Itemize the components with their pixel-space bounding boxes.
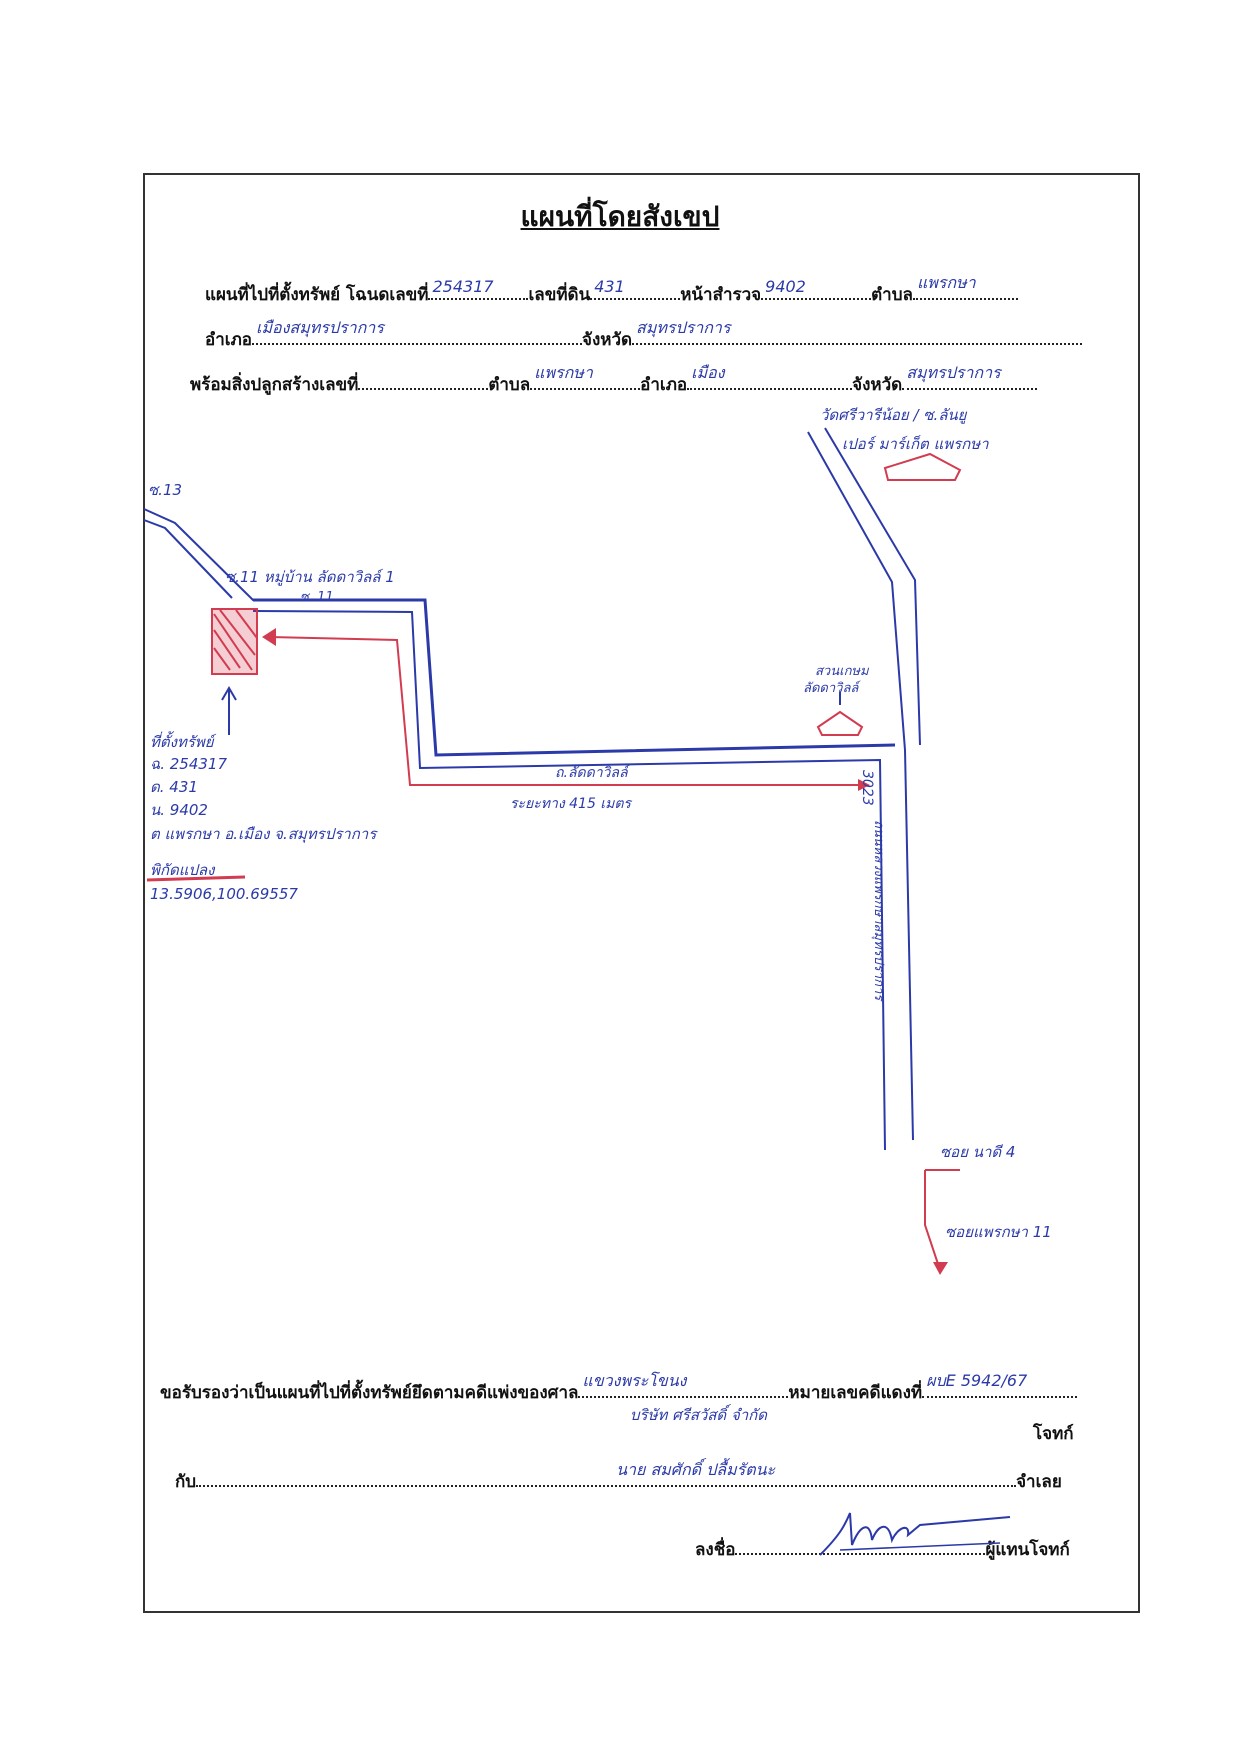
building-label: พร้อมสิ่งปลูกสร้างเลขที่ [190, 375, 359, 395]
plaintiff-label: โจทก์ [1033, 1424, 1074, 1444]
court-value: แขวงพระโขนง [582, 1371, 687, 1390]
right-note2: ซอยแพรกษา 11 [945, 1223, 1052, 1241]
park-house-icon [816, 710, 864, 736]
defendant-field[interactable]: นาย สมศักดิ์ ปลื้มรัตนะ [196, 1460, 1017, 1487]
case-field[interactable]: ผบE 5942/67 [922, 1371, 1078, 1398]
coord-label: พิกัดแปลง [150, 861, 215, 879]
property-note-2: ด. 431 [150, 778, 198, 796]
subdistrict-field[interactable]: แพรกษา [912, 273, 1018, 300]
park-label: สวนเกษม [815, 664, 869, 679]
survey-field[interactable]: 9402 [761, 277, 872, 300]
with-label: กับ [175, 1472, 197, 1492]
distance-label: ระยะทาง 415 เมตร [510, 796, 631, 812]
building-field[interactable] [358, 370, 489, 390]
property-note-0: ที่ตั้งทรัพย์ [150, 733, 214, 751]
row-certify: ขอรับรองว่าเป็นแผนที่ไปที่ตั้งทรัพย์ยึดต… [160, 1371, 1078, 1406]
district-label: อำเภอ [205, 330, 252, 350]
signature [819, 1512, 1011, 1556]
property-plot [211, 608, 258, 675]
form-frame [143, 173, 1140, 1613]
province-field[interactable]: สมุทรปราการ [632, 318, 1083, 345]
subdistrict-value: แพรกษา [916, 273, 976, 292]
row-district: อำเภอเมืองสมุทรปราการจังหวัดสมุทรปราการ [205, 318, 1083, 353]
right-note1: ซอย นาดี 4 [940, 1143, 1016, 1161]
property-pointer [221, 686, 237, 735]
signature-field[interactable] [735, 1535, 986, 1555]
property-note-4: ต แพรกษา อ.เมือง จ.สมุทรปราการ [150, 825, 377, 843]
soi-arrow [924, 1170, 941, 1271]
soi13-label: ซ.13 [148, 481, 183, 499]
land-field[interactable]: 431 [590, 277, 681, 300]
building-district-label: อำเภอ [640, 375, 688, 395]
building-province-field[interactable]: สมุทรปราการ [902, 363, 1038, 390]
district-value: เมืองสมุทรปราการ [255, 318, 384, 337]
road-highway [807, 431, 914, 1141]
building-subdistrict-value: แพรกษา [534, 363, 593, 382]
court-field[interactable]: แขวงพระโขนง [578, 1371, 789, 1398]
subdistrict-label: ตำบล [871, 285, 913, 305]
row-deed: แผนที่ไปที่ตั้งทรัพย์ โฉนดเลขที่254317 เล… [205, 273, 1018, 308]
land-label: เลขที่ดิน [528, 285, 591, 305]
building-province-value: สมุทรปราการ [906, 363, 1001, 382]
building-subdistrict-label: ตำบล [488, 375, 531, 395]
route-end-arrow [858, 779, 870, 791]
road-soi11-edge [252, 610, 886, 1151]
market-house-icon [883, 452, 962, 481]
defendant-value: นาย สมศักดิ์ ปลื้มรัตนะ [616, 1460, 776, 1479]
row-building: พร้อมสิ่งปลูกสร้างเลขที่ ตำบลแพรกษาอำเภอเ… [190, 363, 1038, 398]
representative-label: ผู้แทนโจทก์ [985, 1540, 1070, 1560]
road-soi13-edge [143, 519, 233, 599]
case-value: ผบE 5942/67 [926, 1371, 1028, 1390]
province-label: จังหวัด [581, 330, 633, 350]
case-label: หมายเลขคดีแดงที่ [788, 1383, 923, 1403]
route-path [269, 636, 862, 786]
land-value: 431 [594, 277, 625, 296]
deed-value: 254317 [432, 277, 494, 296]
building-subdistrict-field[interactable]: แพรกษา [530, 363, 641, 390]
sign-label: ลงชื่อ [695, 1540, 736, 1560]
route-arrowhead [262, 628, 276, 646]
building-province-label: จังหวัด [852, 375, 903, 395]
village-label: ซ.11 หมู่บ้าน ลัดดาวิลล์ 1 [225, 568, 395, 586]
row-defendant: กับ นาย สมศักดิ์ ปลื้มรัตนะจำเลย [175, 1460, 1062, 1495]
defendant-label: จำเลย [1016, 1472, 1062, 1492]
road-highway-edge [824, 427, 921, 746]
page-title: แผนที่โดยสังเขป [520, 200, 720, 233]
coord-value: 13.5906,100.69557 [150, 885, 298, 903]
province-value: สมุทรปราการ [636, 318, 731, 337]
highway-number: 3023 [859, 770, 875, 806]
property-note-3: น. 9402 [150, 801, 208, 819]
road-main-label: ถ.ลัดดาวิลล์ [555, 765, 628, 781]
deed-label: แผนที่ไปที่ตั้งทรัพย์ โฉนดเลขที่ [205, 285, 429, 305]
park-label2: ลัดดาวิลล์ [803, 681, 859, 696]
highway-name: ถนนหลวงแพรกษาสมุทรปราการ [871, 820, 886, 1001]
building-district-field[interactable]: เมือง [687, 363, 853, 390]
road-soi11 [253, 598, 896, 757]
landmark-top2: เปอร์ มาร์เก็ต แพรกษา [842, 435, 989, 453]
property-note-1: ฉ. 254317 [150, 755, 228, 773]
survey-label: หน้าสำรวจ [680, 285, 762, 305]
survey-value: 9402 [765, 277, 806, 296]
deed-field[interactable]: 254317 [428, 277, 529, 300]
building-district-value: เมือง [691, 363, 725, 382]
certify-label: ขอรับรองว่าเป็นแผนที่ไปที่ตั้งทรัพย์ยึดต… [160, 1383, 579, 1403]
district-field[interactable]: เมืองสมุทรปราการ [251, 318, 582, 345]
row-sign: ลงชื่อ ผู้แทนโจทก์ [695, 1535, 1070, 1563]
soi11-label: ซ. 11 [300, 590, 334, 605]
plaintiff-value: บริษัท ศรีสวัสดิ์ จำกัด [630, 1406, 767, 1424]
landmark-top: วัดศรีวารีน้อย / ซ.ลันยู [820, 406, 967, 424]
